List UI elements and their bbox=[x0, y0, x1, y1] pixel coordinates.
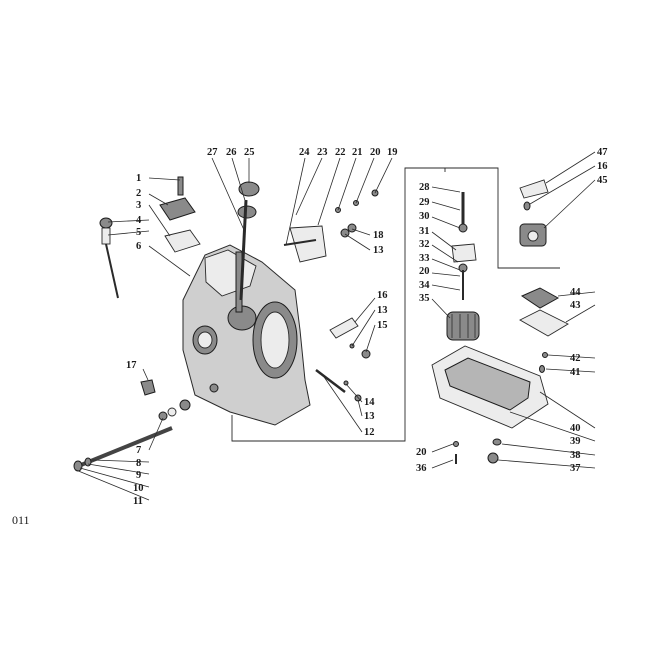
callout-38: 38 bbox=[570, 450, 581, 461]
callout-24: 24 bbox=[299, 147, 310, 158]
callout-6: 6 bbox=[136, 241, 141, 252]
lever-parts bbox=[315, 317, 371, 402]
oil-pump-group bbox=[446, 192, 480, 341]
callout-14: 14 bbox=[364, 397, 375, 408]
callout-47: 47 bbox=[597, 147, 608, 158]
callout-16-right: 16 bbox=[597, 161, 608, 172]
callout-15: 15 bbox=[377, 320, 388, 331]
callout-40: 40 bbox=[570, 423, 581, 434]
callout-12: 12 bbox=[364, 427, 375, 438]
callout-13-mid: 13 bbox=[377, 305, 388, 316]
valve-group bbox=[519, 179, 549, 247]
leader-lines bbox=[75, 151, 596, 501]
callout-5: 5 bbox=[136, 227, 141, 238]
callout-19: 19 bbox=[387, 147, 398, 158]
callout-36: 36 bbox=[416, 463, 427, 474]
callout-7: 7 bbox=[136, 445, 141, 456]
callout-30: 30 bbox=[419, 211, 430, 222]
callout-26: 26 bbox=[226, 147, 237, 158]
callout-37: 37 bbox=[570, 463, 581, 474]
callout-43: 43 bbox=[570, 300, 581, 311]
callout-41: 41 bbox=[570, 367, 581, 378]
callout-4: 4 bbox=[136, 215, 142, 226]
callout-20-lower: 20 bbox=[416, 447, 427, 458]
callout-11: 11 bbox=[133, 496, 143, 507]
callout-34: 34 bbox=[419, 280, 430, 291]
callout-39: 39 bbox=[570, 436, 581, 447]
callout-20-top: 20 bbox=[370, 147, 381, 158]
gearbox-housing bbox=[182, 244, 311, 426]
callout-23: 23 bbox=[317, 147, 328, 158]
callout-32: 32 bbox=[419, 239, 430, 250]
callout-9: 9 bbox=[136, 470, 141, 481]
callout-28: 28 bbox=[419, 182, 430, 193]
callout-29: 29 bbox=[419, 197, 430, 208]
callout-33: 33 bbox=[419, 253, 430, 264]
callout-2: 2 bbox=[136, 188, 141, 199]
callout-10: 10 bbox=[133, 483, 144, 494]
callout-3: 3 bbox=[136, 200, 141, 211]
callout-21: 21 bbox=[352, 147, 363, 158]
callout-25: 25 bbox=[244, 147, 255, 158]
callout-22: 22 bbox=[335, 147, 346, 158]
callout-27: 27 bbox=[207, 147, 218, 158]
callout-13-lower: 13 bbox=[364, 411, 375, 422]
callout-20-inner: 20 bbox=[419, 266, 430, 277]
upper-centre-parts bbox=[237, 181, 260, 301]
callout-18: 18 bbox=[373, 230, 384, 241]
callout-13-top: 13 bbox=[373, 245, 384, 256]
callout-labels: 1 2 3 4 5 6 7 8 9 10 11 12 13 13 14 15 1… bbox=[126, 147, 608, 507]
callout-1: 1 bbox=[136, 173, 141, 184]
callout-45: 45 bbox=[597, 175, 608, 186]
callout-31: 31 bbox=[419, 226, 430, 237]
callout-16-mid: 16 bbox=[377, 290, 388, 301]
page-code: 011 bbox=[12, 513, 30, 527]
callout-44: 44 bbox=[570, 287, 581, 298]
assembly-frames bbox=[231, 167, 560, 442]
callout-8: 8 bbox=[136, 458, 141, 469]
callout-35: 35 bbox=[419, 293, 430, 304]
callout-17: 17 bbox=[126, 360, 137, 371]
callout-42: 42 bbox=[570, 353, 581, 364]
oil-pan-group bbox=[431, 287, 569, 464]
bracket-group bbox=[283, 189, 379, 263]
